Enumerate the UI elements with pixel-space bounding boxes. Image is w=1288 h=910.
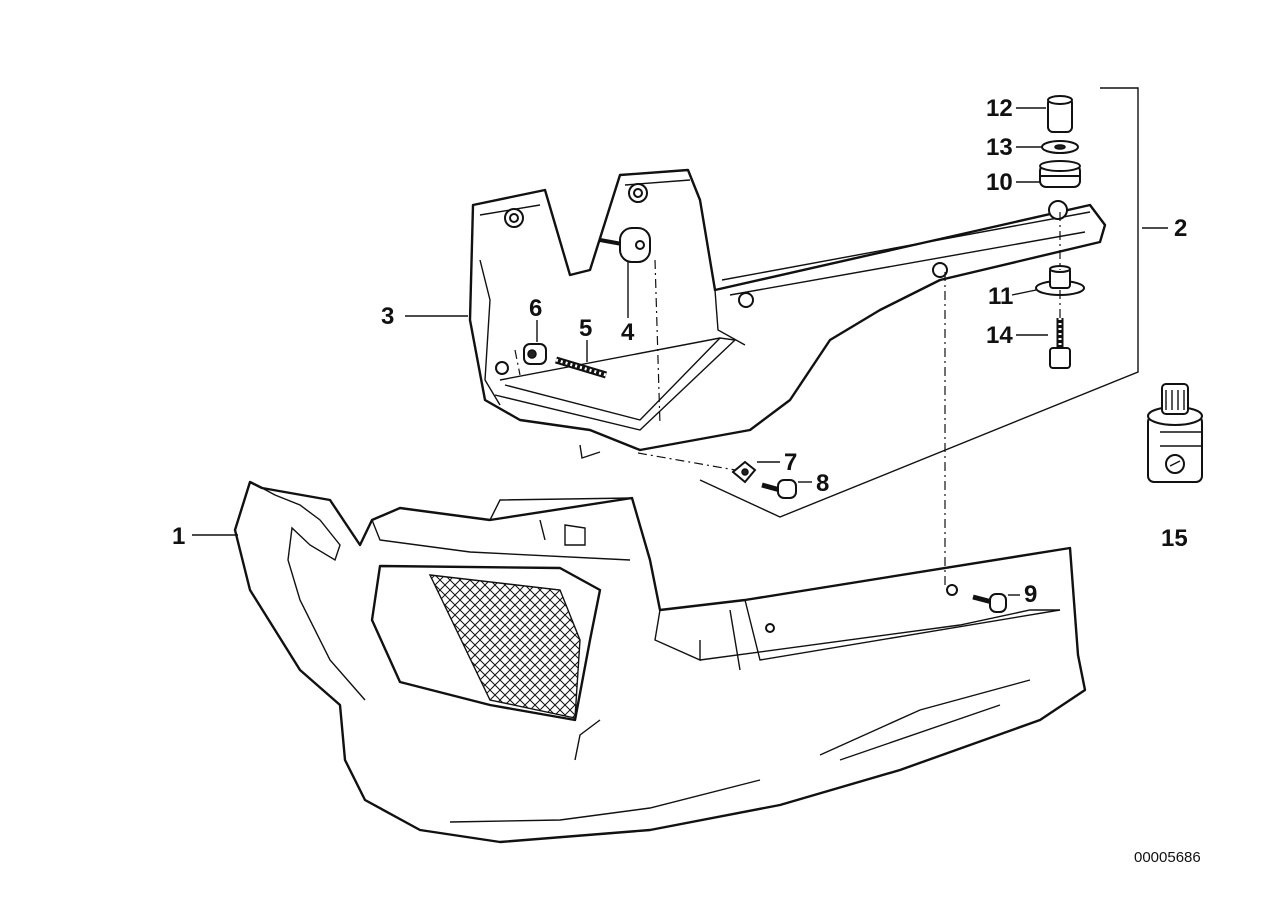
callout-2: 2 — [1174, 215, 1187, 242]
group-bracket-2 — [699, 87, 1139, 518]
callout-15: 15 — [1161, 525, 1188, 552]
spacer-bushing-part — [1035, 265, 1085, 296]
cap-part — [1047, 95, 1073, 133]
document-number: 00005686 — [1134, 849, 1201, 866]
callout-3: 3 — [381, 303, 394, 330]
callout-1: 1 — [172, 523, 185, 550]
bolt-part — [1049, 318, 1071, 369]
callout-9: 9 — [1024, 581, 1037, 608]
bracket-part — [468, 168, 1107, 459]
callout-7: 7 — [784, 449, 797, 476]
callout-10: 10 — [986, 169, 1013, 196]
touch-up-paint-part — [1147, 383, 1203, 483]
screw-part-9 — [972, 593, 1007, 613]
callout-4: 4 — [621, 319, 635, 346]
rubber-buffer-part — [599, 227, 651, 263]
callout-13: 13 — [986, 134, 1013, 161]
washer-part — [1041, 140, 1079, 154]
grommet-part — [1039, 160, 1081, 188]
assembly-lines — [514, 212, 1061, 585]
threaded-stud-part — [554, 356, 608, 379]
callout-12: 12 — [986, 95, 1013, 122]
nut-part — [523, 343, 547, 365]
callout-5: 5 — [579, 315, 592, 342]
callout-6: 6 — [529, 295, 542, 322]
callout-11: 11 — [988, 283, 1013, 310]
lower-fairing-part — [233, 480, 1087, 844]
screw-part — [761, 479, 797, 499]
leader-lines — [192, 107, 1168, 596]
clip-part — [731, 460, 757, 484]
callout-8: 8 — [816, 470, 829, 497]
callout-labels: 1 2 3 4 5 6 7 8 9 10 11 12 13 14 15 — [172, 95, 1188, 608]
callout-14: 14 — [986, 322, 1013, 349]
